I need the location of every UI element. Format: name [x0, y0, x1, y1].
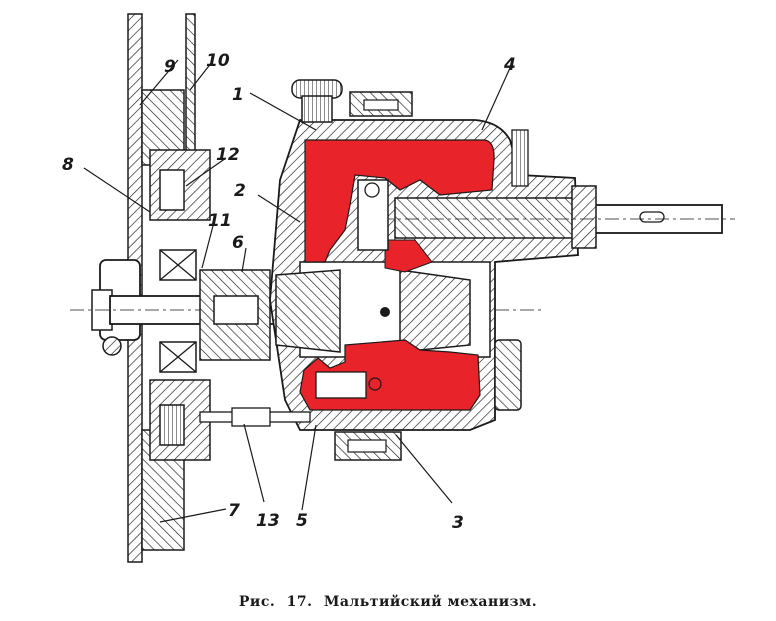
leader-lines	[83, 59, 511, 523]
callout-6: 6	[232, 233, 244, 253]
output-shaft	[357, 179, 735, 251]
callout-4: 4	[503, 55, 516, 75]
callout-5: 5	[296, 511, 308, 531]
callout-1: 1	[232, 85, 244, 105]
callout-9: 9	[164, 57, 176, 77]
callout-2: 2	[234, 181, 246, 201]
linkage-rod	[199, 407, 311, 427]
callout-8: 8	[62, 155, 74, 175]
callout-11: 11	[208, 211, 232, 231]
caption-title: Мальтийский механизм.	[323, 594, 538, 610]
callout-labels: 1 2 3 4 5 6 7 8 9 10 11 12 13	[62, 51, 516, 533]
callout-3: 3	[452, 513, 464, 533]
figure-caption: Рис. 17. Мальтийский механизм.	[0, 594, 776, 610]
caption-number: 17.	[286, 594, 313, 610]
callout-13: 13	[256, 511, 280, 531]
callout-12: 12	[216, 145, 240, 165]
caption-prefix: Рис.	[238, 594, 276, 610]
highlighted-cross-parts	[299, 139, 495, 411]
callout-10: 10	[206, 51, 230, 71]
callout-7: 7	[228, 501, 240, 521]
